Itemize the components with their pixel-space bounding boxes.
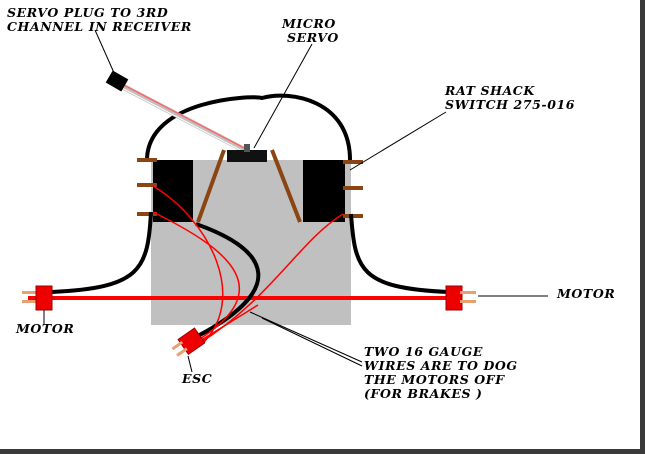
frame-edge-right <box>640 0 645 454</box>
link-left <box>196 149 226 223</box>
switch-terminal <box>137 158 157 162</box>
label-micro-servo-line1: MICRO <box>282 16 336 31</box>
label-note-line1: TWO 16 GAUGE <box>364 344 484 359</box>
micro-servo <box>227 150 267 162</box>
esc-red-wire-d <box>194 304 259 345</box>
left-black-wire <box>51 211 153 294</box>
esc-red-wire-a <box>152 211 241 343</box>
label-motor-right: MOTOR <box>557 286 616 301</box>
label-switch-line2: SWITCH 275-016 <box>445 97 576 112</box>
right-black-wire <box>349 213 449 294</box>
label-switch-line1: RAT SHACK <box>445 83 535 98</box>
switch-right-block <box>303 160 345 222</box>
deans-connector <box>35 285 53 311</box>
arch-wire <box>145 93 352 161</box>
label-servo-plug-line1: SERVO PLUG TO 3RD <box>7 5 169 20</box>
link-right <box>270 149 302 223</box>
pointer-switch <box>349 111 447 171</box>
esc-red-wire-c <box>152 185 224 347</box>
switch-left-block <box>153 160 193 222</box>
label-motor-left: MOTOR <box>16 321 75 336</box>
pointer-note-b <box>261 317 363 367</box>
label-esc: ESC <box>182 371 213 386</box>
servo-lead <box>116 81 250 155</box>
label-note-line2: WIRES ARE TO DOG <box>364 358 518 373</box>
label-note-line3: THE MOTORS OFF <box>364 372 505 387</box>
label-micro-servo-line2: SERVO <box>287 30 339 45</box>
frame-edge-bottom <box>0 449 645 454</box>
label-note-line4: (FOR BRAKES ) <box>364 386 483 401</box>
pointer-servo-plug <box>94 29 116 76</box>
servo-plug-connector <box>105 70 129 92</box>
pointer-note-a <box>249 311 363 363</box>
label-servo-plug-line2: CHANNEL IN RECEIVER <box>7 19 192 34</box>
pointer-esc <box>187 355 193 373</box>
esc-connector <box>171 327 206 357</box>
pointer-micro-servo <box>253 43 313 149</box>
